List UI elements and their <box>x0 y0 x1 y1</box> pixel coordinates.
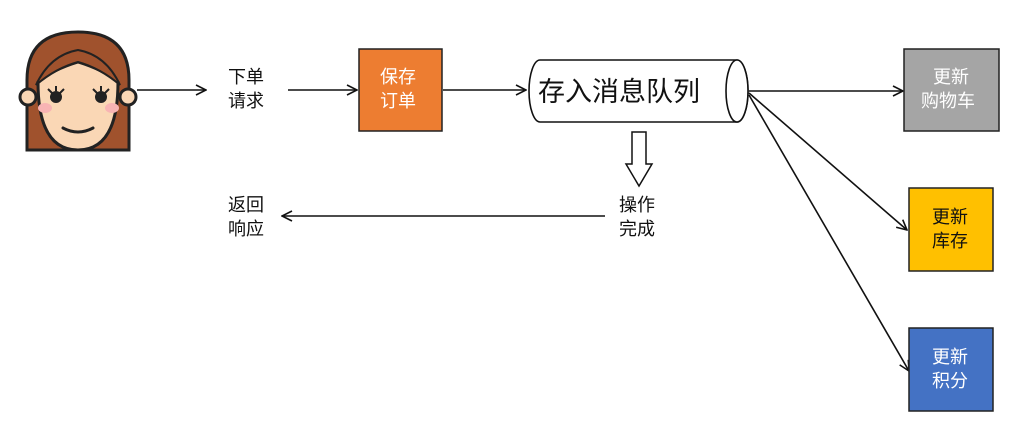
label-return-response-line2: 响应 <box>228 219 264 240</box>
label-operation-done-line2: 完成 <box>619 219 655 240</box>
avatar-lashes-right <box>92 86 110 94</box>
avatar-ear-left <box>18 87 38 107</box>
label-return-response-line1: 返回 <box>228 195 264 216</box>
label-return-response: 返回 响应 <box>228 195 270 240</box>
label-update-cart-line1: 更新 <box>933 67 969 88</box>
hollow-down-arrow <box>624 131 654 188</box>
label-update-inventory-line1: 更新 <box>932 207 968 228</box>
label-save-order: 保存 订单 <box>380 67 422 112</box>
label-place-order: 下单 请求 <box>228 67 270 112</box>
label-update-cart-line2: 购物车 <box>921 91 975 112</box>
label-save-order-line1: 保存 <box>380 67 416 88</box>
label-queue: 存入消息队列 <box>538 77 700 108</box>
label-place-order-line1: 下单 <box>228 67 264 88</box>
label-update-cart: 更新 购物车 <box>921 67 975 112</box>
label-place-order-line2: 请求 <box>228 91 264 112</box>
box-update-cart <box>903 48 1000 132</box>
avatar-eye-right <box>95 91 107 103</box>
label-update-inventory: 更新 库存 <box>932 207 974 252</box>
girl-avatar-icon <box>18 30 138 152</box>
queue-end-cap <box>725 59 749 123</box>
avatar-lashes-left <box>47 86 65 94</box>
message-queue-cylinder: 存入消息队列 <box>528 59 749 123</box>
avatar-cheek-left <box>38 103 52 113</box>
avatar-ear-right <box>118 87 138 107</box>
box-update-points <box>908 327 994 412</box>
label-operation-done-line1: 操作 <box>619 195 655 216</box>
label-update-points: 更新 积分 <box>932 347 974 392</box>
avatar-bangs <box>35 48 121 86</box>
avatar-cheek-right <box>105 103 119 113</box>
label-operation-done: 操作 完成 <box>619 195 661 240</box>
label-update-points-line2: 积分 <box>932 371 968 392</box>
label-save-order-line2: 订单 <box>380 91 416 112</box>
box-update-inventory <box>908 187 994 272</box>
label-update-points-line1: 更新 <box>932 347 968 368</box>
arrow-queue-to-points <box>748 94 909 371</box>
arrow-queue-to-inventory <box>748 92 907 230</box>
label-update-inventory-line2: 库存 <box>932 231 968 252</box>
box-save-order <box>358 48 443 132</box>
avatar-eye-left <box>50 91 62 103</box>
avatar-mouth <box>61 126 95 134</box>
